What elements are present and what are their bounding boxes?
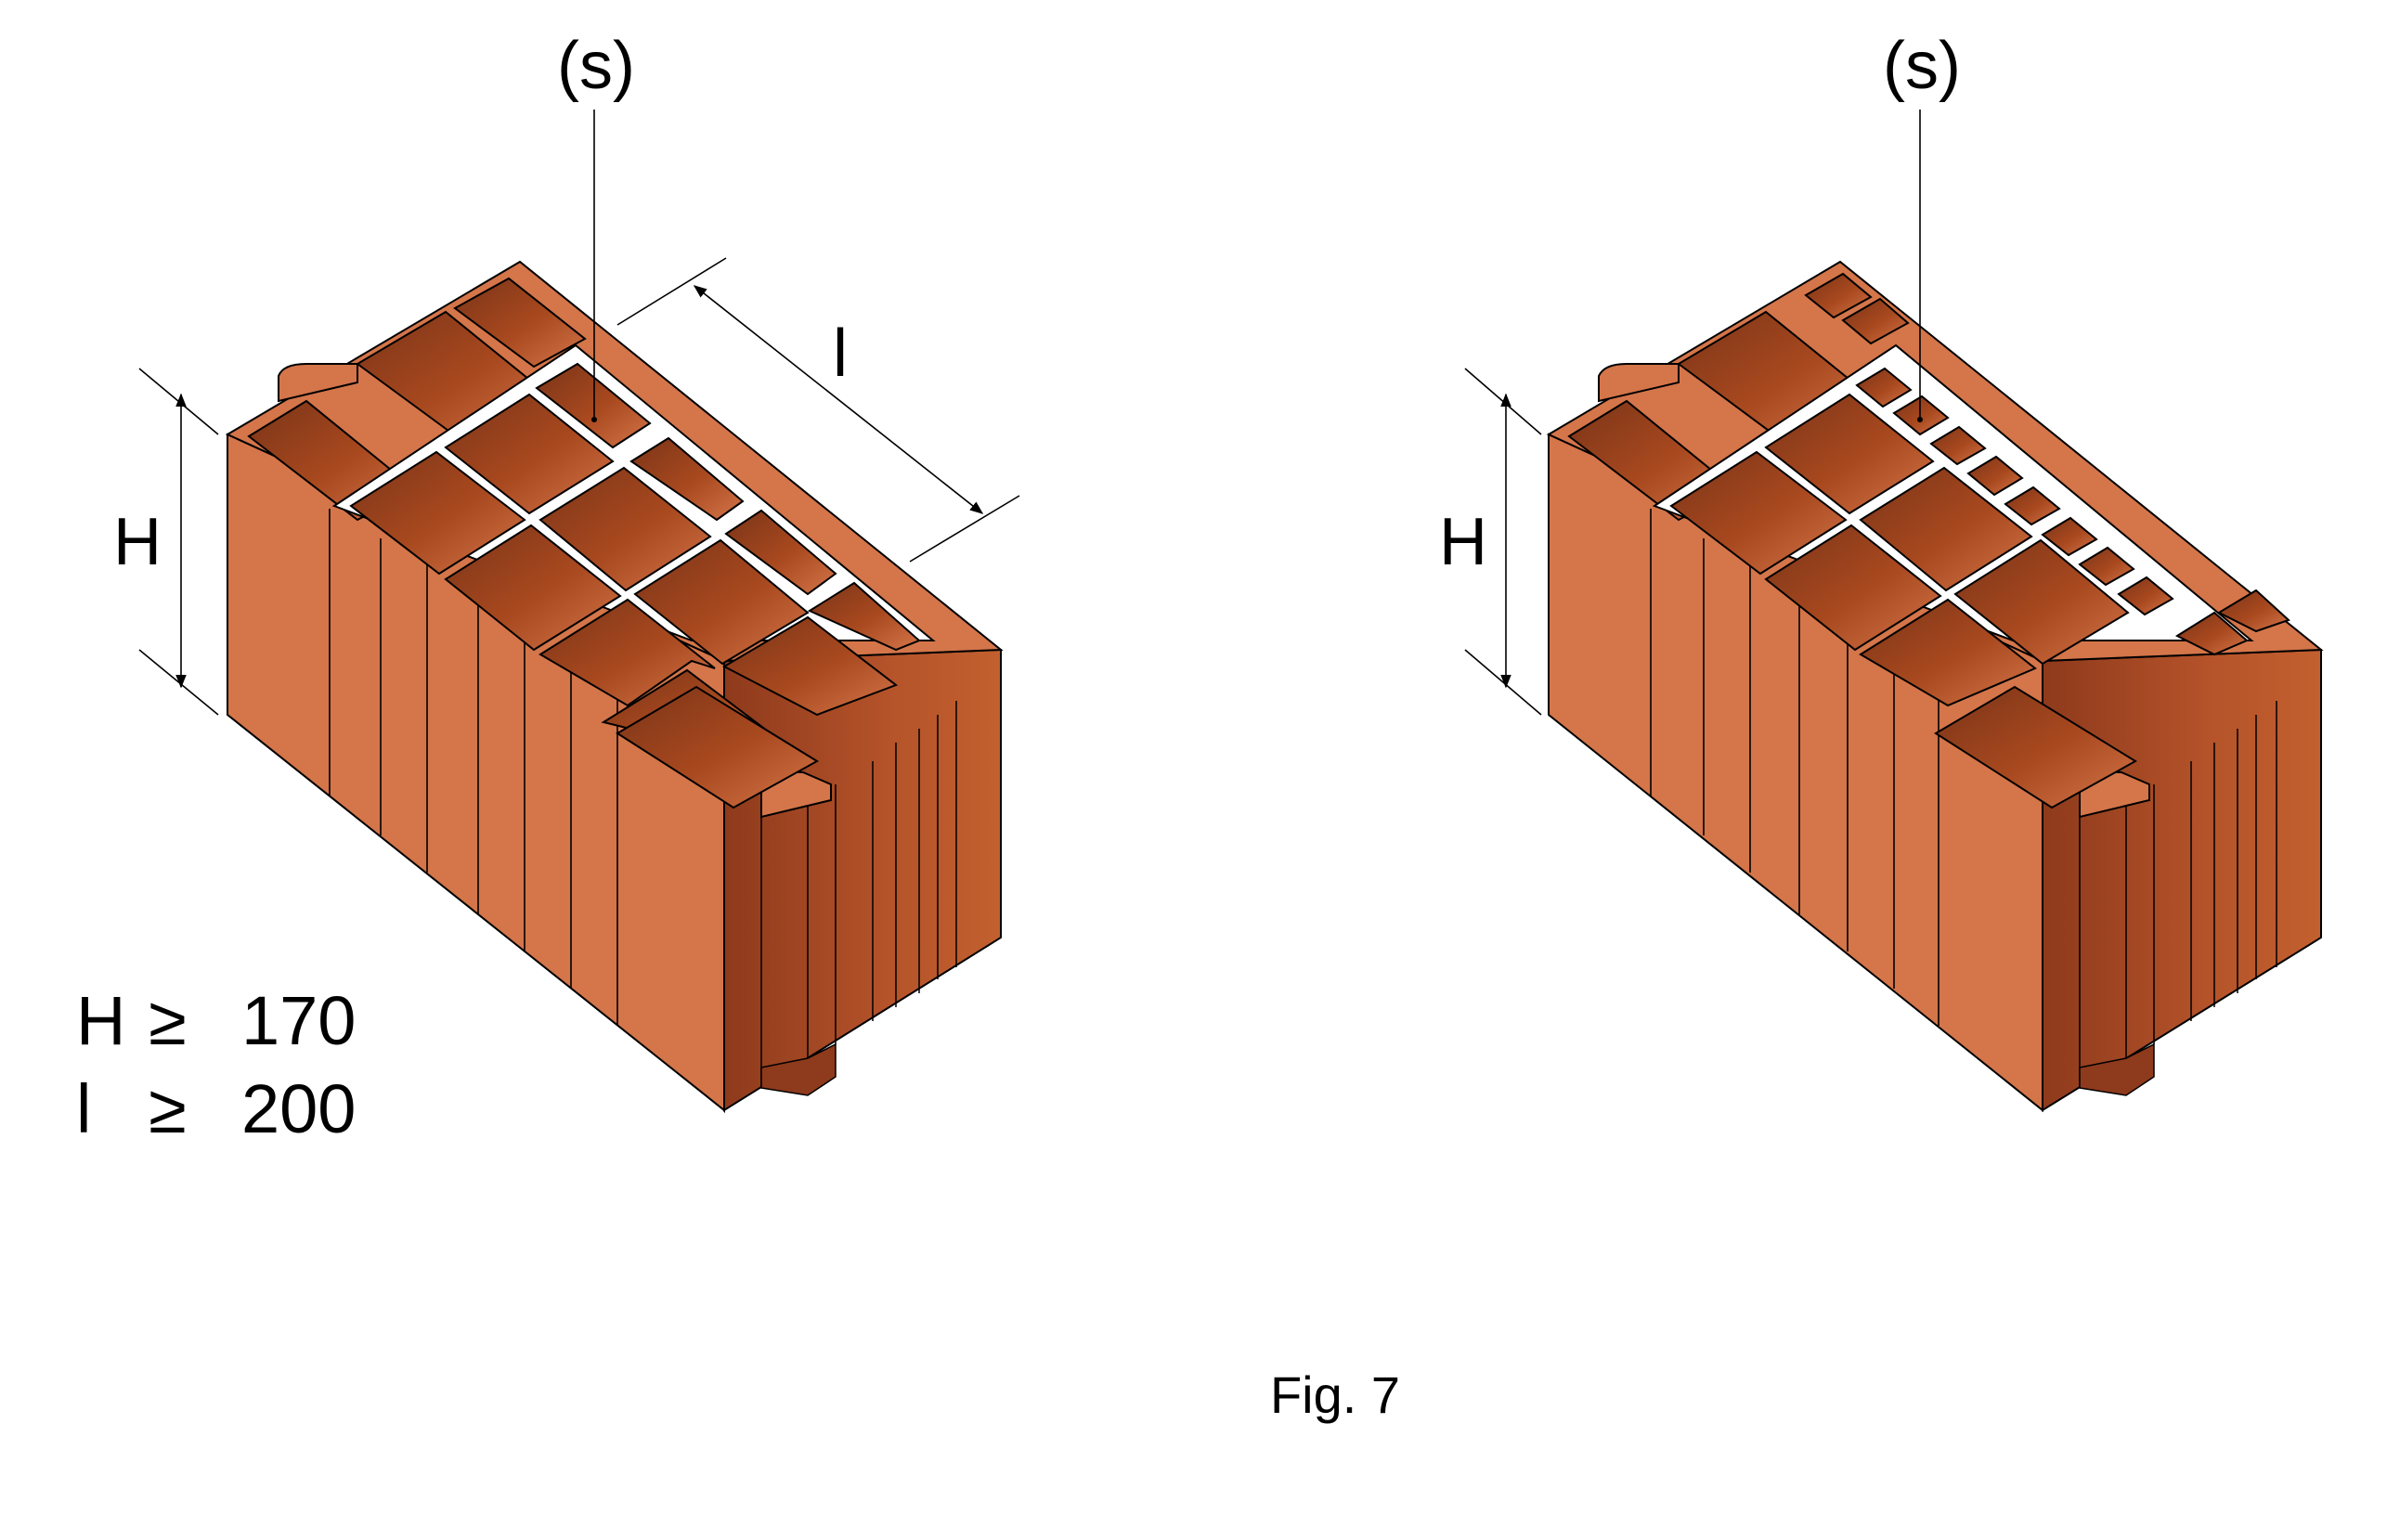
right-brick-block	[1546, 260, 2324, 1113]
constraint-H-symbol: H	[76, 982, 125, 1059]
left-septum-label: (s)	[557, 29, 635, 103]
right-brick-cells	[1567, 272, 2290, 707]
left-brick-end-grooves	[760, 701, 957, 1088]
right-septum-point	[1917, 417, 1923, 422]
right-brick-end-face	[2042, 648, 2322, 1112]
left-brick-cells	[247, 277, 936, 754]
left-septum-point	[591, 417, 597, 422]
left-brick-end-cell	[616, 685, 819, 809]
constraint-l-value: 200	[241, 1070, 356, 1147]
right-brick-end-cell	[1934, 685, 2137, 809]
left-height-dimension	[138, 368, 219, 716]
right-height-dimension	[1464, 368, 1542, 716]
right-brick-grip-tab	[1598, 363, 1680, 403]
figure-caption: Fig. 7	[1270, 1365, 1400, 1424]
left-length-label: l	[833, 317, 848, 391]
right-brick-tongue	[2079, 1042, 2155, 1096]
right-brick-end-grooves	[2079, 701, 2277, 1088]
left-brick-tongue	[760, 1042, 837, 1096]
left-brick-end-face	[723, 648, 1002, 1112]
right-height-label: H	[1439, 505, 1487, 579]
constraint-l-symbol: l	[76, 1070, 91, 1147]
right-septum-label: (s)	[1883, 29, 1961, 103]
left-brick-face-grooves	[329, 509, 618, 1026]
left-height-label: H	[113, 505, 162, 579]
constraint-l-operator: ≥	[149, 1070, 187, 1147]
left-brick-grip-tab	[278, 363, 358, 403]
left-constraints: H ≥ 170 l ≥ 200	[76, 982, 356, 1147]
right-brick-face-grooves	[1650, 509, 1939, 1026]
constraint-H-value: 170	[241, 982, 356, 1059]
left-brick-block	[225, 260, 1004, 1114]
constraint-H-operator: ≥	[149, 982, 187, 1059]
left-length-dimension	[616, 257, 1020, 563]
